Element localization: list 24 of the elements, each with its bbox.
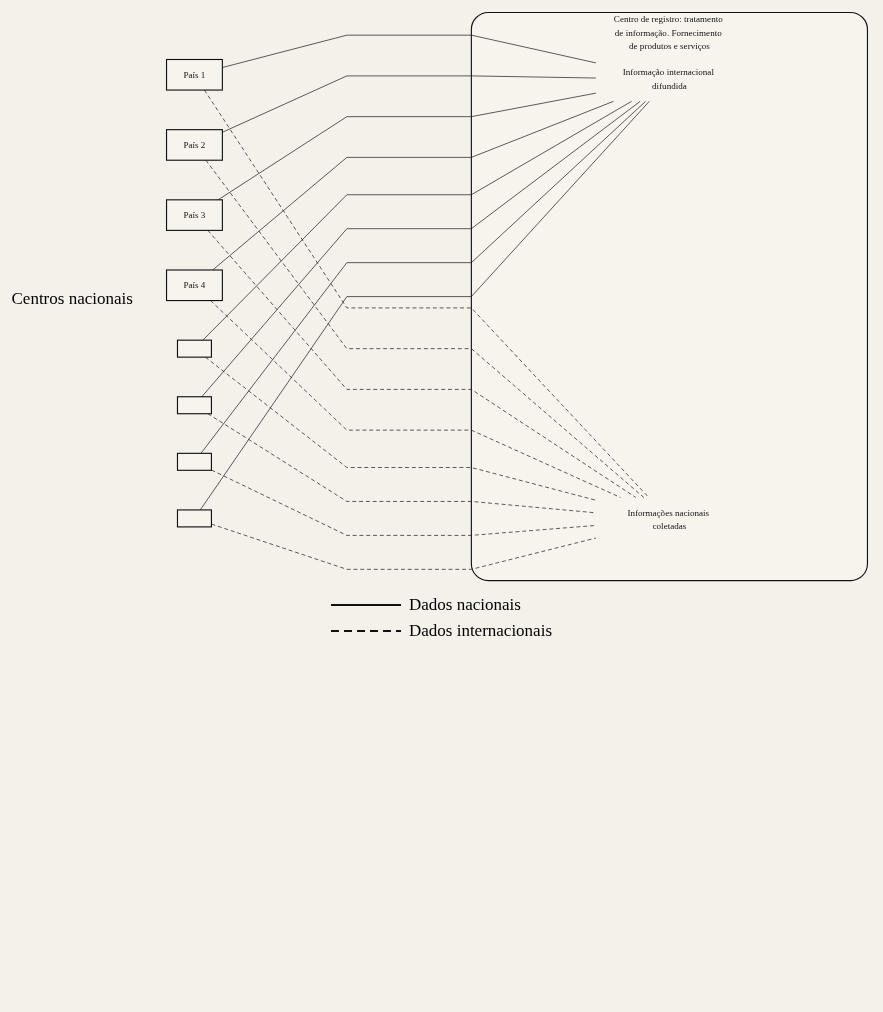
connector (204, 356, 596, 501)
connector (210, 469, 596, 536)
connector (200, 101, 640, 398)
connector (211, 101, 614, 271)
group-label: Centros nacionais (11, 288, 134, 309)
node-box: País 1 (165, 58, 223, 91)
connector (221, 34, 596, 68)
connector (202, 101, 632, 341)
connector (207, 413, 596, 514)
node-text: Informações nacionais coletadas (626, 507, 709, 531)
legend-text: Dados nacionais (408, 595, 521, 616)
node-text: Informação internacional difundida (622, 67, 714, 91)
connector (217, 92, 596, 201)
connector (209, 300, 621, 498)
node-box: País 4 (165, 269, 223, 302)
connector (206, 230, 636, 498)
connector (221, 75, 596, 133)
node-box (176, 452, 212, 471)
node-box: País 2 (165, 129, 223, 161)
node-box (176, 396, 212, 415)
legend-text: Dados internacionais (408, 621, 552, 642)
node-box (176, 339, 212, 358)
node-box: País 3 (165, 199, 223, 231)
node-box (176, 509, 212, 528)
